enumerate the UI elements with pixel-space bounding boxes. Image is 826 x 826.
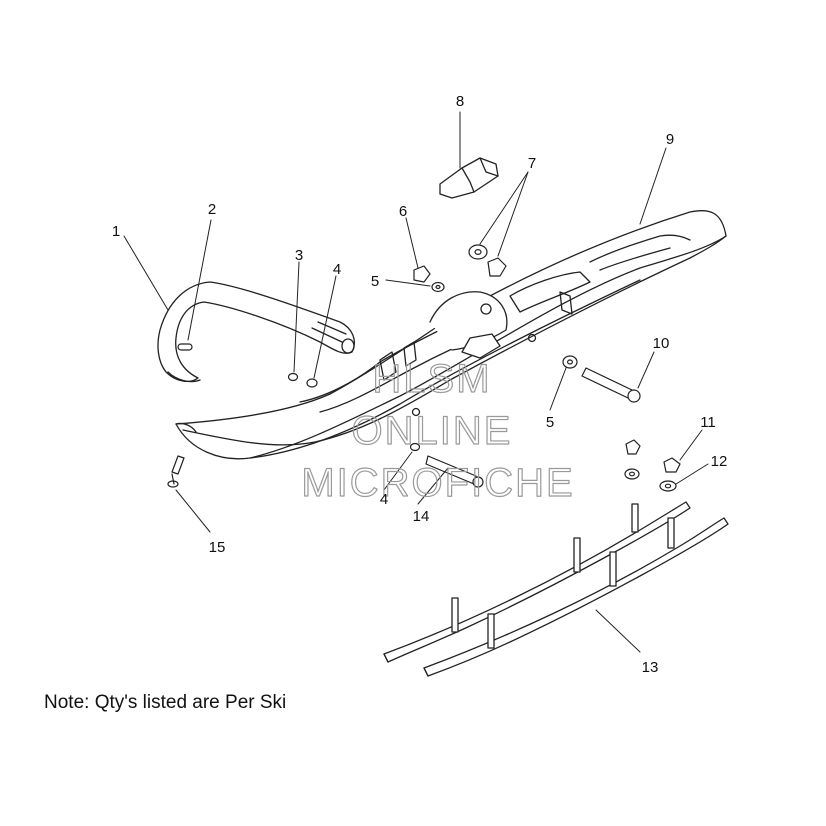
callout-14: 14: [413, 508, 430, 525]
callout-5: 5: [371, 273, 379, 290]
callout-8: 8: [456, 93, 464, 110]
bolt-part-14: [425, 455, 484, 488]
callout-4: 4: [333, 261, 341, 278]
callout-15: 15: [209, 539, 226, 556]
watermark-line-3: MICROFICHE: [301, 461, 574, 505]
watermark: HLSM ONLINE MICROFICHE: [301, 356, 574, 505]
leader-lines: [123, 111, 709, 653]
callout-7: 7: [528, 155, 536, 172]
clip-part: [177, 343, 193, 351]
watermark-line-1: HLSM: [372, 357, 491, 401]
saddle-pad: [439, 157, 499, 199]
ski-body: [175, 210, 727, 460]
callout-1: 1: [112, 223, 120, 240]
callout-5b: 5: [546, 414, 554, 431]
ski-loop-handle: [157, 281, 355, 383]
callout-9: 9: [666, 131, 674, 148]
callout-13: 13: [642, 659, 659, 676]
callout-12: 12: [711, 453, 728, 470]
callout-labels: 1 2 3 4 5 6 7 8 9 10 5 11 12 4 14 15 13: [112, 93, 728, 676]
callout-4b: 4: [380, 491, 388, 508]
callout-6: 6: [399, 203, 407, 220]
callout-3: 3: [295, 247, 303, 264]
pin-part-15: [167, 455, 185, 488]
watermark-line-2: ONLINE: [352, 409, 513, 453]
callout-10: 10: [653, 335, 670, 352]
quantity-note: Note: Qty's listed are Per Ski: [44, 692, 287, 713]
hardware-washers: [287, 244, 681, 492]
callout-2: 2: [208, 201, 216, 218]
carbide-runner: [383, 501, 729, 677]
bolt-part-10: [581, 367, 641, 403]
callout-11: 11: [700, 414, 716, 431]
